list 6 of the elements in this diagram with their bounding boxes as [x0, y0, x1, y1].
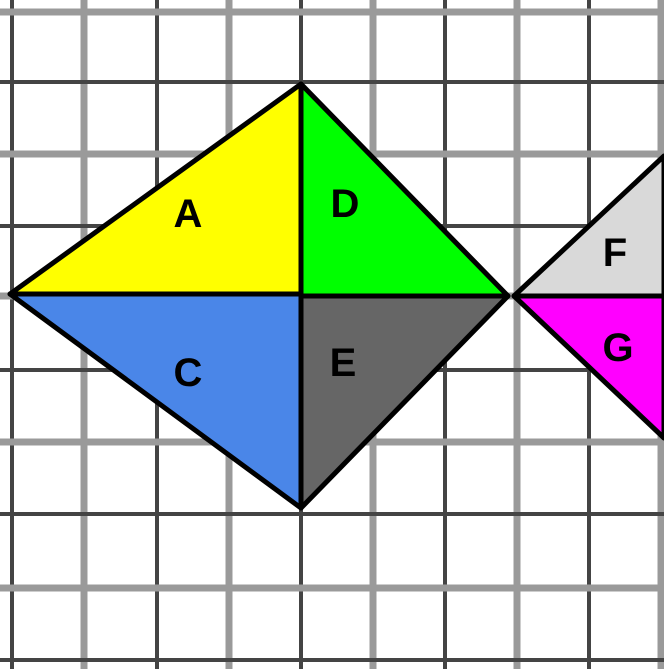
shape-letter: C [174, 353, 202, 393]
shape-letter: F [602, 233, 628, 273]
shape-letter: E [330, 343, 356, 383]
shape-letter: A [174, 194, 202, 234]
shape-letter: D [330, 184, 360, 224]
shape-letter: G [602, 328, 634, 368]
